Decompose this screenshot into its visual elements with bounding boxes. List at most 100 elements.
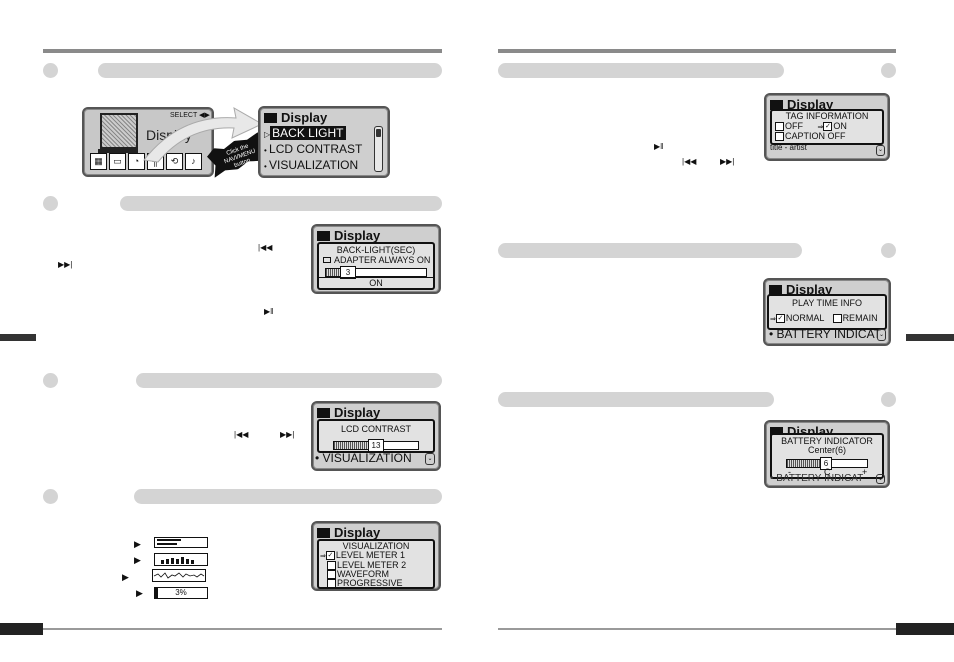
monitor-stand (98, 149, 138, 153)
checkbox-icon (327, 579, 336, 589)
play-time-options: ⇒✓NORMAL REMAIN (770, 312, 885, 326)
checkbox-icon (775, 132, 784, 142)
backlight-heading: BACK-LIGHT(SEC) (336, 245, 416, 255)
progress-bar: 3% (154, 587, 208, 599)
menu-item-visualization[interactable]: • VISUALIZATION (264, 158, 359, 172)
battery-center-mark: C (824, 467, 831, 477)
menu-item-back-light[interactable]: ▷BACK LIGHT (264, 126, 346, 140)
adapter-label: ADAPTER ALWAYS ON (334, 255, 431, 265)
adapter-option[interactable]: ADAPTER ALWAYS ON (323, 255, 433, 265)
play-time-option-normal[interactable]: ⇒✓NORMAL (770, 313, 825, 324)
next-button-icon: ▶▶| (280, 430, 295, 439)
screen-title-text: Display (786, 282, 833, 297)
section-bullet (43, 489, 58, 504)
backlight-status: ON (319, 277, 433, 288)
display-icon (769, 284, 782, 295)
progress-fill (155, 588, 159, 598)
play-pause-icon: ▶‖ (264, 307, 274, 316)
battery-right-mark: + (862, 467, 868, 477)
contrast-popup: LCD CONTRAST 13 (317, 419, 435, 453)
battery-slider[interactable]: 6 (786, 457, 868, 470)
contrast-slider[interactable]: 13 (333, 439, 419, 452)
select-label: SELECT ◀▶ (170, 112, 210, 119)
viz-option-level-meter-1[interactable]: ⇒✓LEVEL METER 1 (320, 550, 406, 561)
section-header-bar (498, 63, 784, 78)
checkbox-icon (327, 561, 336, 571)
pointer-icon: ▶ (136, 588, 143, 598)
screen-title-text: Display (334, 525, 381, 540)
scroll-down-icon: ⌄ (425, 453, 435, 465)
backlight-slider[interactable]: 3 (325, 266, 427, 279)
battery-sub: Center(6) (807, 445, 846, 455)
tag-option-off[interactable]: OFF (775, 121, 803, 132)
screen-title-text: Display (334, 405, 381, 420)
section-header-bar (498, 243, 802, 258)
clock-icon: ◔ (128, 153, 145, 170)
screen-title: Display (317, 525, 380, 540)
pointer-icon: ▶ (122, 572, 129, 582)
side-tab-left (0, 334, 36, 341)
tag-info-screen: Display TAG INFORMATION OFF ⇒✓ON CAPTION… (764, 93, 890, 161)
scroll-down-icon: ⌄ (877, 329, 886, 341)
viz-sample-waveform: ▶ (122, 569, 212, 583)
tag-option-caption-off[interactable]: CAPTION OFF (775, 132, 882, 142)
section-header-bar (136, 373, 442, 388)
section-bullet (43, 63, 58, 78)
scroll-thumb (376, 129, 381, 137)
repeat-icon: ⟲ (166, 153, 183, 170)
section-header-bar (98, 63, 442, 78)
display-menu-screen: Display ▷BACK LIGHT • LCD CONTRAST • VIS… (258, 106, 390, 178)
scroll-down-icon: ⌄ (876, 145, 885, 156)
battery-left-mark: - (788, 467, 791, 477)
tag-info-popup: TAG INFORMATION OFF ⇒✓ON CAPTION OFF (770, 109, 884, 145)
backlight-popup: BACK-LIGHT(SEC) ADAPTER ALWAYS ON 3 ON (317, 242, 435, 290)
checkbox-icon (832, 314, 842, 324)
background-menu-item: • BATTERY INDICAT (770, 474, 864, 482)
screen-title: Display (264, 110, 327, 125)
slider-fill (787, 460, 823, 467)
file-icon: ▦ (90, 153, 107, 170)
screen-title: Display (317, 405, 380, 420)
prev-button-icon: |◀◀ (234, 430, 249, 439)
visualization-heading: VISUALIZATION (342, 541, 410, 551)
background-menu-item: • BATTERY INDICAT (769, 327, 882, 341)
battery-heading: BATTERY INDICATOR (781, 436, 873, 446)
side-tab-right (906, 334, 954, 341)
play-time-option-remain[interactable]: REMAIN (832, 313, 878, 324)
contrast-heading: LCD CONTRAST (340, 424, 411, 434)
scrollbar[interactable] (374, 126, 383, 172)
menu-list: ▷BACK LIGHT • LCD CONTRAST • VISUALIZATI… (264, 126, 362, 174)
play-pause-icon: ▶‖ (654, 142, 664, 151)
bottom-rule-left (43, 628, 442, 630)
slider-fill (326, 269, 341, 276)
screen-title-text: Display (334, 228, 381, 243)
viz-sample-progressive: ▶ 3% (134, 587, 214, 599)
next-button-icon: ▶▶| (720, 157, 735, 166)
tag-info-bottom-text: title - artist (770, 143, 807, 152)
screen-title-text: Display (787, 97, 834, 112)
pointer-icon: ▶ (134, 555, 141, 565)
checkbox-checked-icon: ✓ (823, 122, 833, 132)
display-icon: ▭ (109, 153, 126, 170)
screen-title: Display (317, 228, 380, 243)
top-rule-left (43, 49, 442, 53)
menu-item-lcd-contrast[interactable]: • LCD CONTRAST (264, 142, 363, 156)
section-header-bar (134, 489, 442, 504)
checkbox-icon (775, 122, 784, 132)
play-time-popup: PLAY TIME INFO ⇒✓NORMAL REMAIN (767, 294, 887, 330)
slider-value: 3 (340, 266, 356, 279)
tag-options-row: OFF ⇒✓ON (775, 122, 882, 132)
section-bullet (881, 63, 896, 78)
viz-option-progressive[interactable]: PROGRESSIVE (327, 579, 433, 589)
section-bullet (43, 373, 58, 388)
play-time-heading: PLAY TIME INFO (791, 298, 863, 308)
tag-option-on[interactable]: ⇒✓ON (817, 121, 847, 132)
page-tab-right (896, 623, 954, 635)
viz-option-waveform[interactable]: WAVEFORM (327, 570, 433, 580)
viz-option-level-meter-2[interactable]: LEVEL METER 2 (327, 561, 433, 571)
backlight-screen: Display BACK-LIGHT(SEC) ADAPTER ALWAYS O… (311, 224, 441, 294)
pointer-icon: ▶ (134, 539, 141, 549)
section-header-bar (498, 392, 774, 407)
tag-info-heading: TAG INFORMATION (785, 111, 869, 121)
prev-button-icon: |◀◀ (258, 243, 273, 252)
